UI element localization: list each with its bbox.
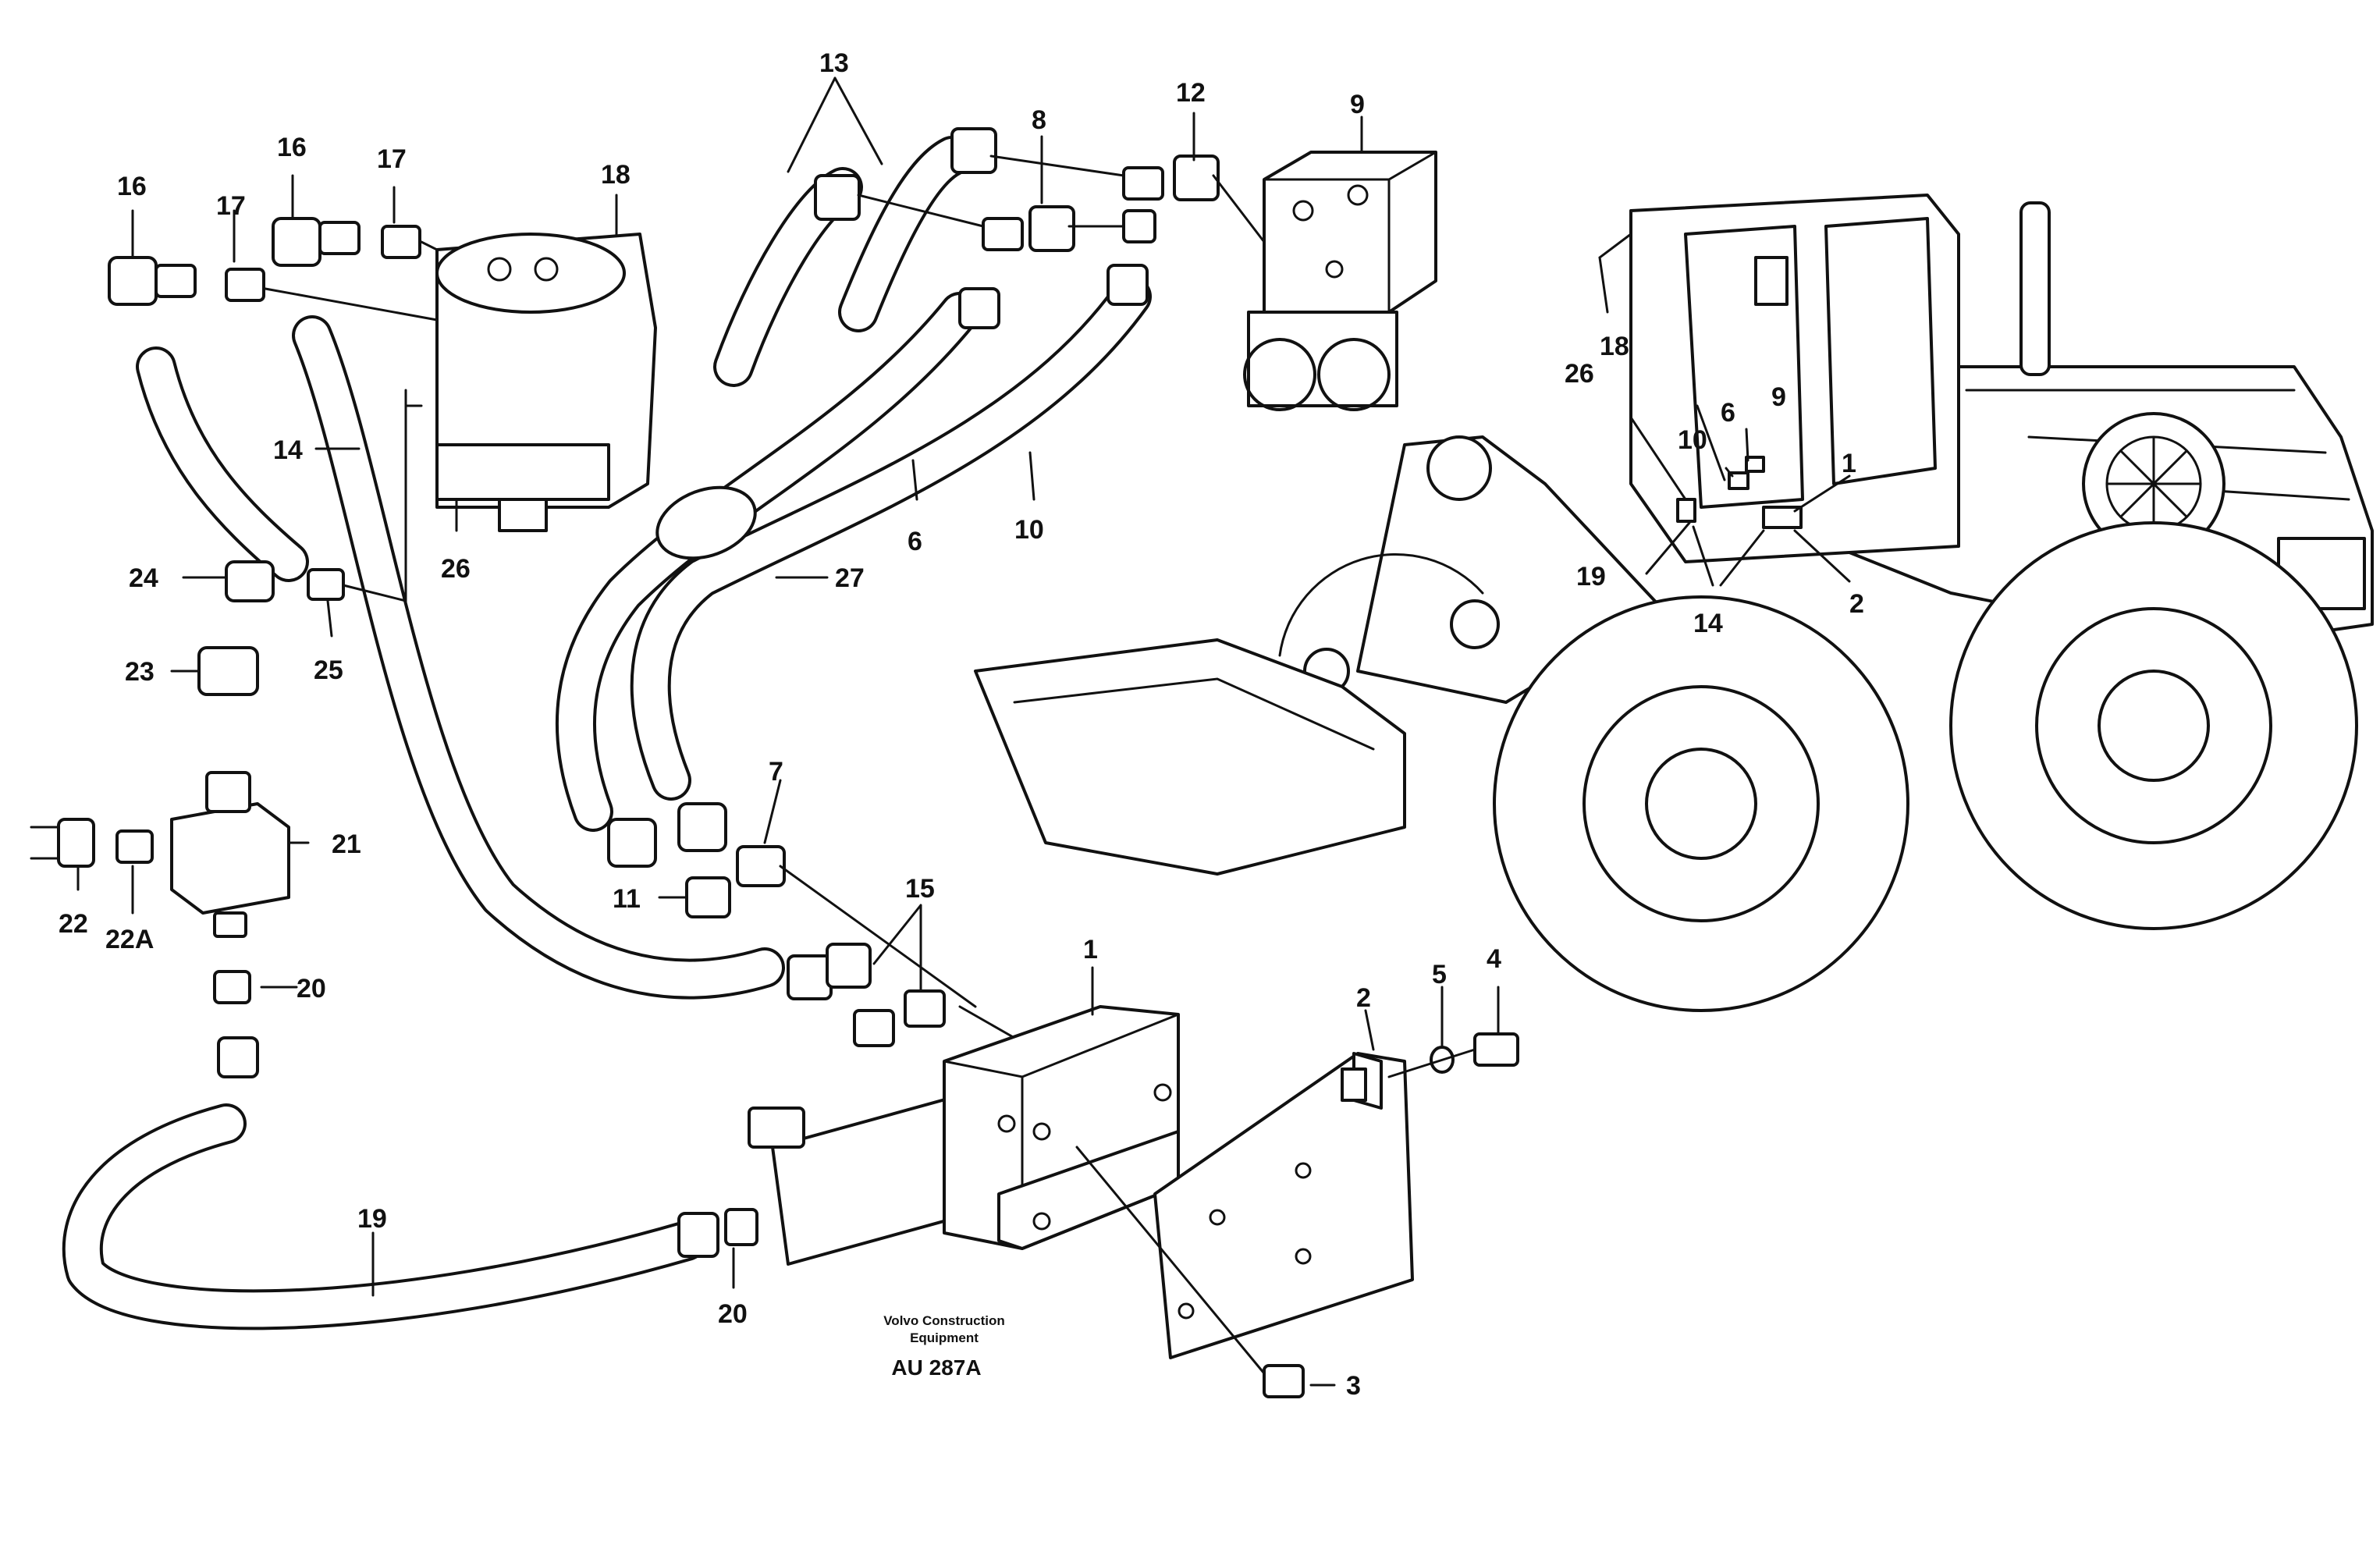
callout-5: 5 <box>1432 960 1447 989</box>
callout-14b: 14 <box>1693 609 1723 638</box>
callout-6b: 6 <box>1721 398 1735 428</box>
callout-16: 16 <box>277 133 307 162</box>
callout-14: 14 <box>273 435 303 465</box>
callout-24: 24 <box>129 563 158 593</box>
callout-1: 1 <box>1083 935 1098 964</box>
callout-18b: 18 <box>1600 332 1629 361</box>
callout-18: 18 <box>601 160 631 190</box>
hose-clamp-27 <box>655 485 757 560</box>
callout-3: 3 <box>1346 1371 1361 1401</box>
callout-19: 19 <box>357 1204 387 1234</box>
callout-2: 2 <box>1356 983 1371 1013</box>
steering-valve-18-26 <box>404 233 657 610</box>
fittings <box>30 127 1266 1258</box>
callout-1b: 1 <box>1842 449 1856 478</box>
callout-9: 9 <box>1350 90 1365 119</box>
valve-block-9 <box>1243 151 1437 411</box>
callout-6: 6 <box>908 527 922 556</box>
callout-13: 13 <box>819 48 849 78</box>
callout-26: 26 <box>441 554 471 584</box>
callout-11: 11 <box>613 884 641 914</box>
callout-12: 12 <box>1176 78 1206 108</box>
callout-25: 25 <box>314 655 343 685</box>
callout-21: 21 <box>332 829 361 859</box>
caption-block: Volvo Construction Equipment AU 287A <box>883 1313 1005 1380</box>
callout-7: 7 <box>769 757 783 787</box>
caption-company: Volvo Construction <box>883 1313 1005 1328</box>
callout-numbers: 13 8 12 9 18 17 16 17 16 14 26 6 10 27 2… <box>59 48 1864 1401</box>
callout-16b: 16 <box>117 172 147 201</box>
callout-17b: 17 <box>216 191 246 221</box>
callout-10: 10 <box>1014 515 1044 545</box>
callout-23: 23 <box>125 657 155 687</box>
callout-4: 4 <box>1487 944 1501 974</box>
callout-27: 27 <box>835 563 865 593</box>
bracket-2 <box>1075 1032 1519 1398</box>
callout-20b: 20 <box>718 1299 748 1329</box>
callout-10b: 10 <box>1678 425 1707 455</box>
wheel-loader-illustration <box>974 194 2374 1012</box>
callout-20: 20 <box>297 974 326 1004</box>
callout-15: 15 <box>905 874 935 904</box>
caption-division: Equipment <box>910 1330 979 1345</box>
callout-2b: 2 <box>1849 589 1864 619</box>
callout-26b: 26 <box>1565 359 1594 389</box>
callout-19b: 19 <box>1576 562 1606 591</box>
valve-1-assembly <box>748 1005 1180 1266</box>
callout-8: 8 <box>1032 105 1046 135</box>
callout-9b: 9 <box>1771 382 1786 412</box>
callout-22a: 22A <box>105 925 154 954</box>
figure-code: AU 287A <box>891 1355 981 1380</box>
callout-22: 22 <box>59 909 88 939</box>
callout-17: 17 <box>377 144 407 174</box>
leader-lines <box>76 76 1851 1387</box>
